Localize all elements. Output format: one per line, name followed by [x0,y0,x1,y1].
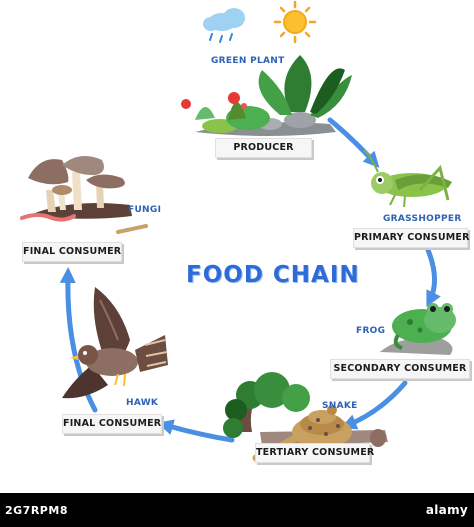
diagram-title: FOOD CHAIN [186,262,360,288]
hawk-icon [62,287,168,399]
rain-cloud-icon [203,8,245,43]
sun-icon [273,0,317,44]
arrow-grasshopper-to-frog [425,247,441,308]
image-id-text: 2G7RPM8 [5,504,68,517]
role-box-fungi-final-consumer: FINAL CONSUMER [22,242,122,262]
arrow-frog-to-snake [340,380,408,430]
organism-label-frog: FROG [356,326,386,336]
organism-label-green-plant: GREEN PLANT [211,56,285,66]
role-box-tertiary-consumer: TERTIARY CONSUMER [255,443,374,463]
site-logo-text: alamy [425,503,468,517]
arrow-snake-to-hawk [157,419,235,443]
watermark-footer: 2G7RPM8 alamy [0,493,474,527]
fungi-icon [20,156,148,234]
green-plant-icon [181,55,352,136]
grasshopper-icon [363,149,452,208]
role-box-secondary-consumer: SECONDARY CONSUMER [330,359,470,379]
arrow-producer-to-grasshopper [327,117,380,168]
frog-icon [380,303,456,355]
role-box-producer: PRODUCER [215,138,312,158]
organism-label-fungi: FUNGI [128,205,162,215]
organism-label-hawk: HAWK [126,398,159,408]
organism-label-snake: SNAKE [322,401,358,411]
organism-label-grasshopper: GRASSHOPPER [383,214,462,224]
snake-icon [223,372,388,464]
arrow-hawk-to-fungi [59,267,98,413]
role-box-primary-consumer: PRIMARY CONSUMER [353,228,469,248]
role-box-hawk-final-consumer: FINAL CONSUMER [62,414,162,434]
